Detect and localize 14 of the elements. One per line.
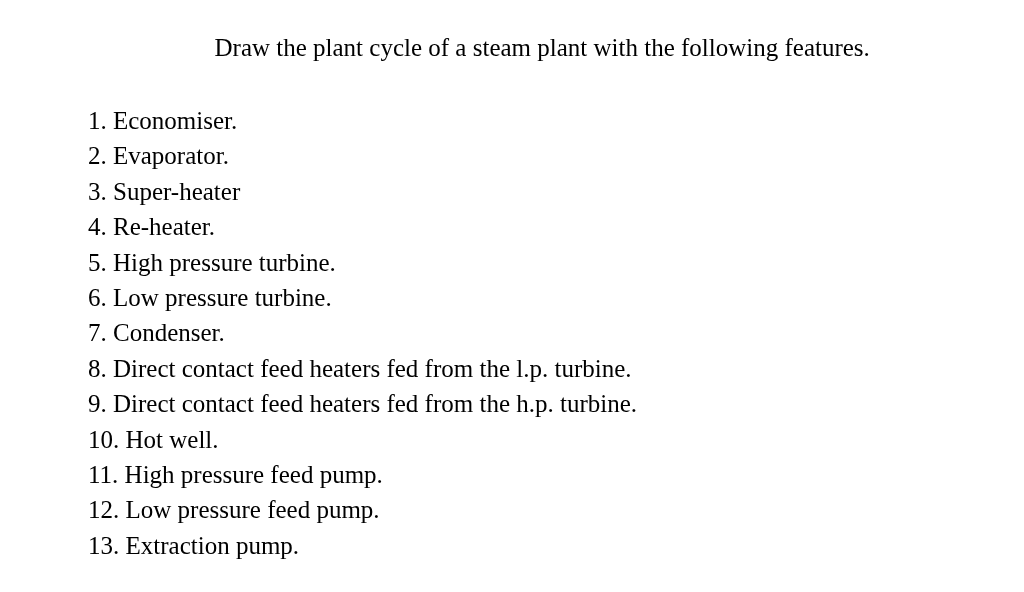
list-item: 12. Low pressure feed pump. <box>88 495 380 526</box>
list-item: 5. High pressure turbine. <box>88 247 336 278</box>
title: Draw the plant cycle of a steam plant with the following features. <box>214 34 870 62</box>
list-item: 7. Condenser. <box>88 318 225 349</box>
list-item: 13. Extraction pump. <box>88 530 300 561</box>
list-item: 2. Evaporator. <box>88 141 229 172</box>
list-item: 10. Hot well. <box>88 424 219 455</box>
list-item: 4. Re-heater. <box>88 212 216 243</box>
list-item: 3. Super-heater <box>88 176 241 207</box>
list-item: 8. Direct contact feed heaters fed from the l.p. turbine. <box>88 353 632 384</box>
list-item: 11. High pressure feed pump. <box>88 460 383 490</box>
list-item: 9. Direct contact feed heaters fed from the h.p. turbine. <box>88 389 638 420</box>
list-item: 1. Economiser. <box>88 106 238 136</box>
list-item: 6. Low pressure turbine. <box>88 283 332 313</box>
